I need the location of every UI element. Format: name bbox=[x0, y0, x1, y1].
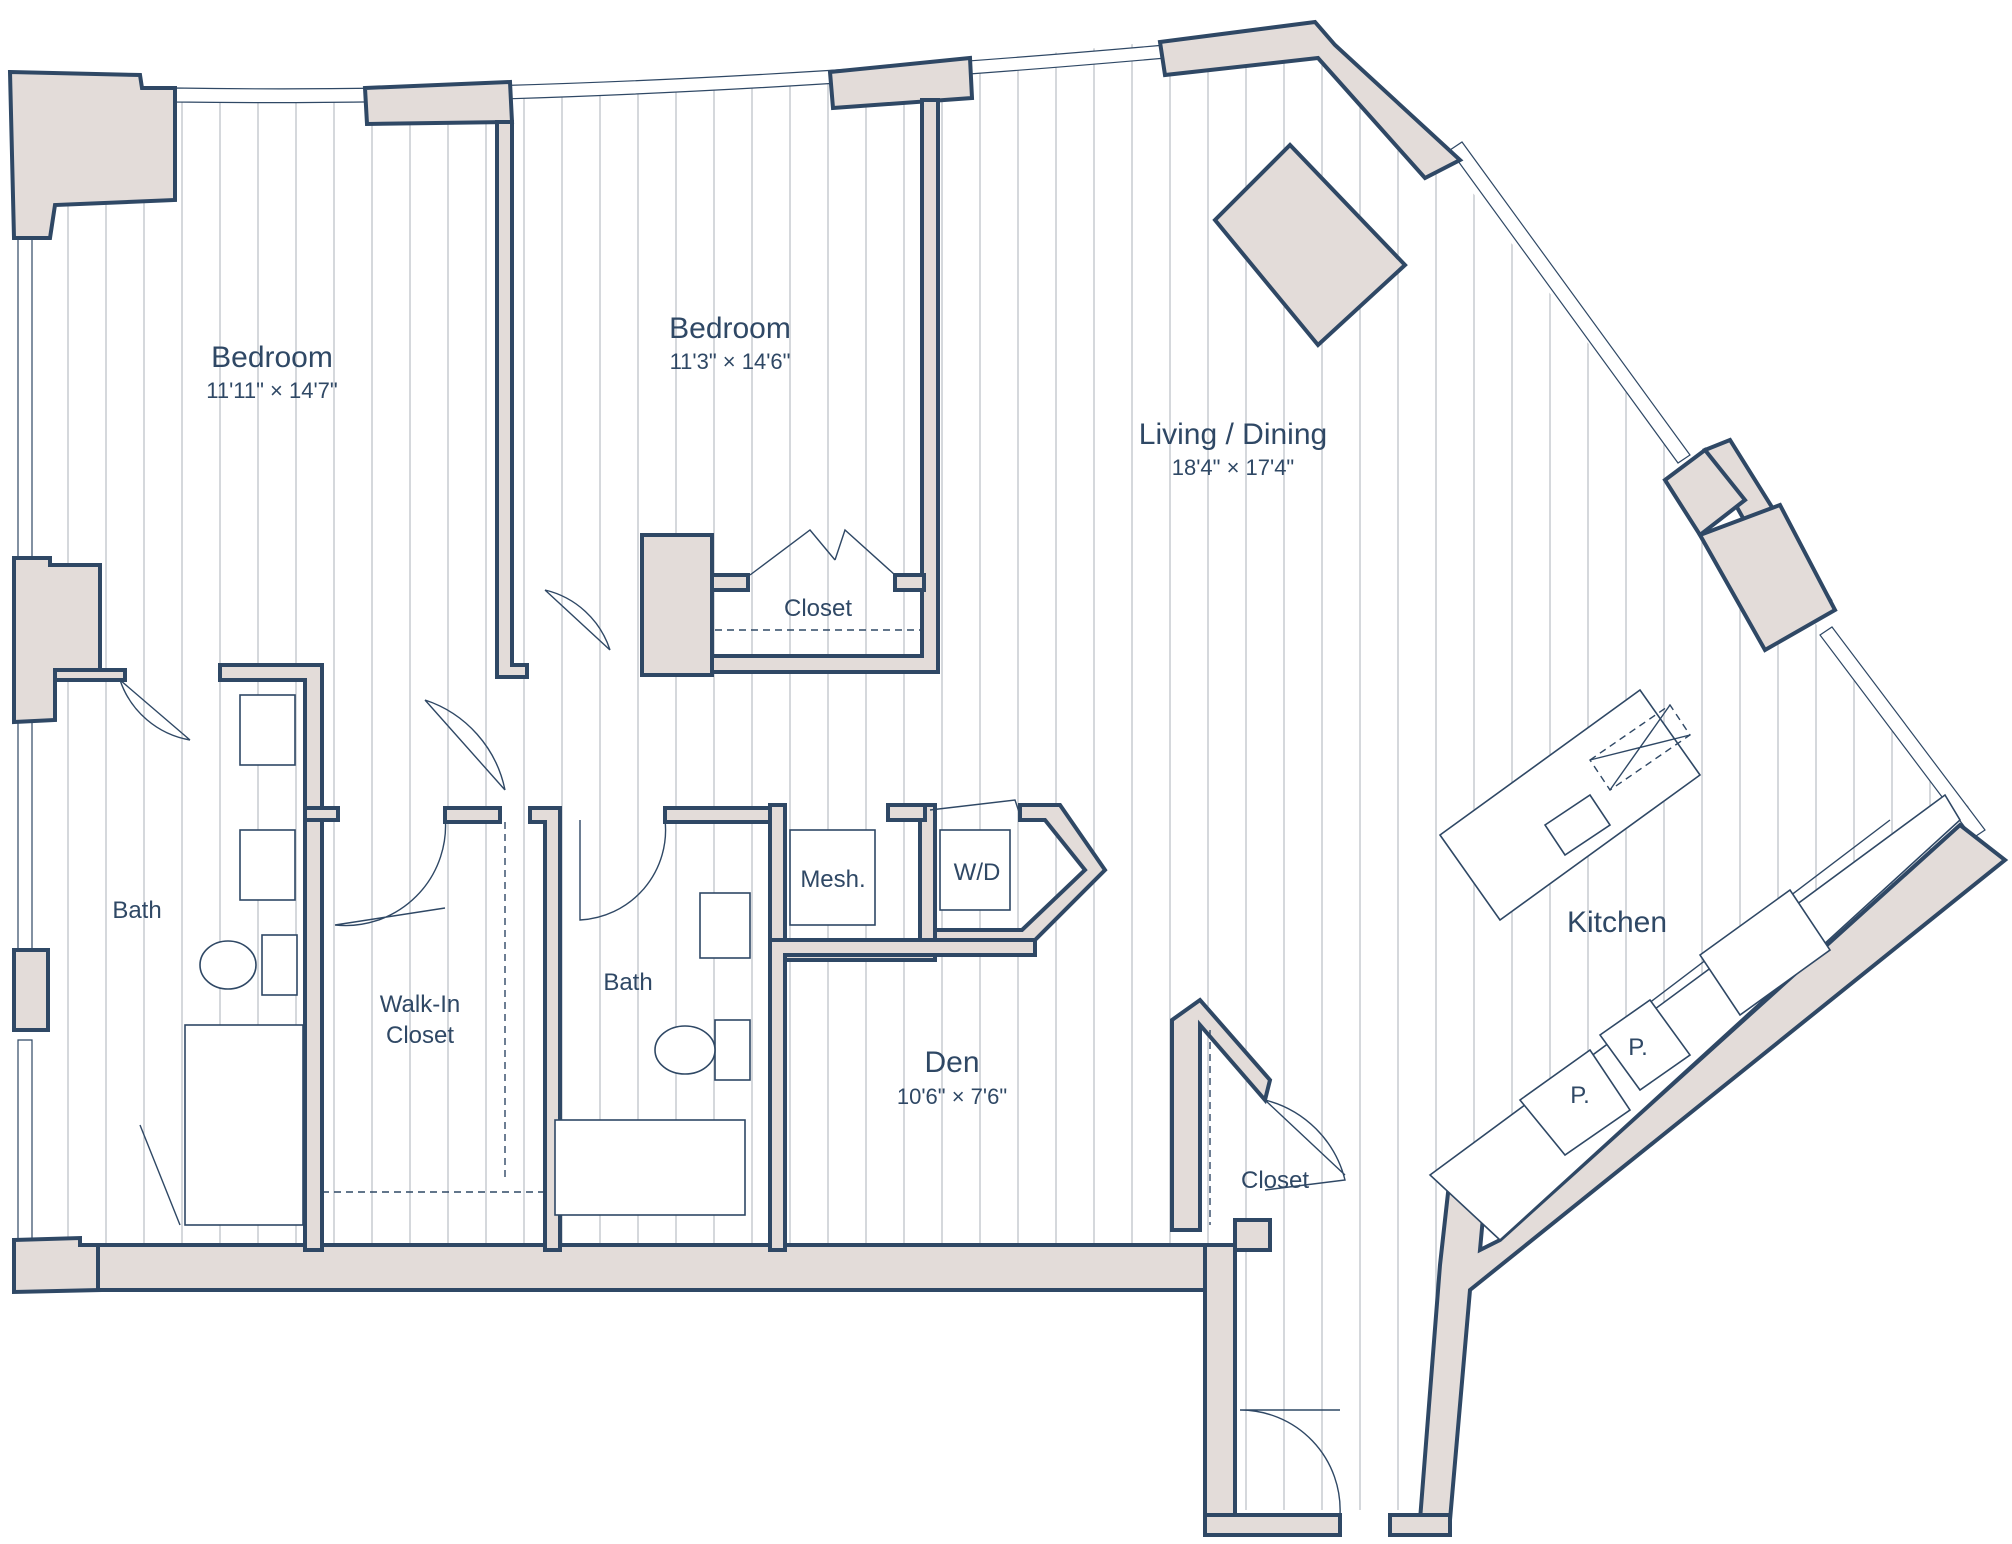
den-dims: 10'6" × 7'6" bbox=[897, 1084, 1007, 1109]
closet-1-label: Closet bbox=[784, 595, 852, 622]
kitchen-island bbox=[1438, 688, 1702, 922]
walls bbox=[7, 19, 2009, 1537]
door-swings bbox=[119, 528, 1346, 1516]
walk-in-closet-label-1: Walk-In bbox=[380, 991, 460, 1018]
mesh-label: Mesh. bbox=[800, 866, 865, 893]
wd-label: W/D bbox=[954, 859, 1001, 886]
kitchen-label: Kitchen bbox=[1567, 906, 1667, 939]
walk-in-closet-label-2: Closet bbox=[386, 1022, 454, 1049]
den-label: Den bbox=[924, 1046, 979, 1079]
bath-1-label: Bath bbox=[112, 897, 161, 924]
closet-2-label: Closet bbox=[1241, 1167, 1309, 1194]
bedroom-1-label: Bedroom bbox=[211, 341, 333, 374]
room-labels: Bedroom 11'11" × 14'7" Bedroom 11'3" × 1… bbox=[112, 312, 1667, 1194]
bedroom-1-dims: 11'11" × 14'7" bbox=[206, 378, 337, 403]
living-label: Living / Dining bbox=[1139, 418, 1327, 451]
living-dims: 18'4" × 17'4" bbox=[1172, 455, 1295, 480]
column-block bbox=[1212, 142, 1408, 348]
pantry-1-label: P. bbox=[1628, 1034, 1648, 1061]
bath-fixtures bbox=[139, 694, 1011, 1226]
bedroom-2-dims: 11'3" × 14'6" bbox=[670, 349, 791, 374]
bath-2-label: Bath bbox=[603, 969, 652, 996]
kitchen-counter bbox=[1428, 793, 1962, 1242]
bedroom-2-label: Bedroom bbox=[669, 312, 791, 345]
pantry-2-label: P. bbox=[1570, 1082, 1590, 1109]
